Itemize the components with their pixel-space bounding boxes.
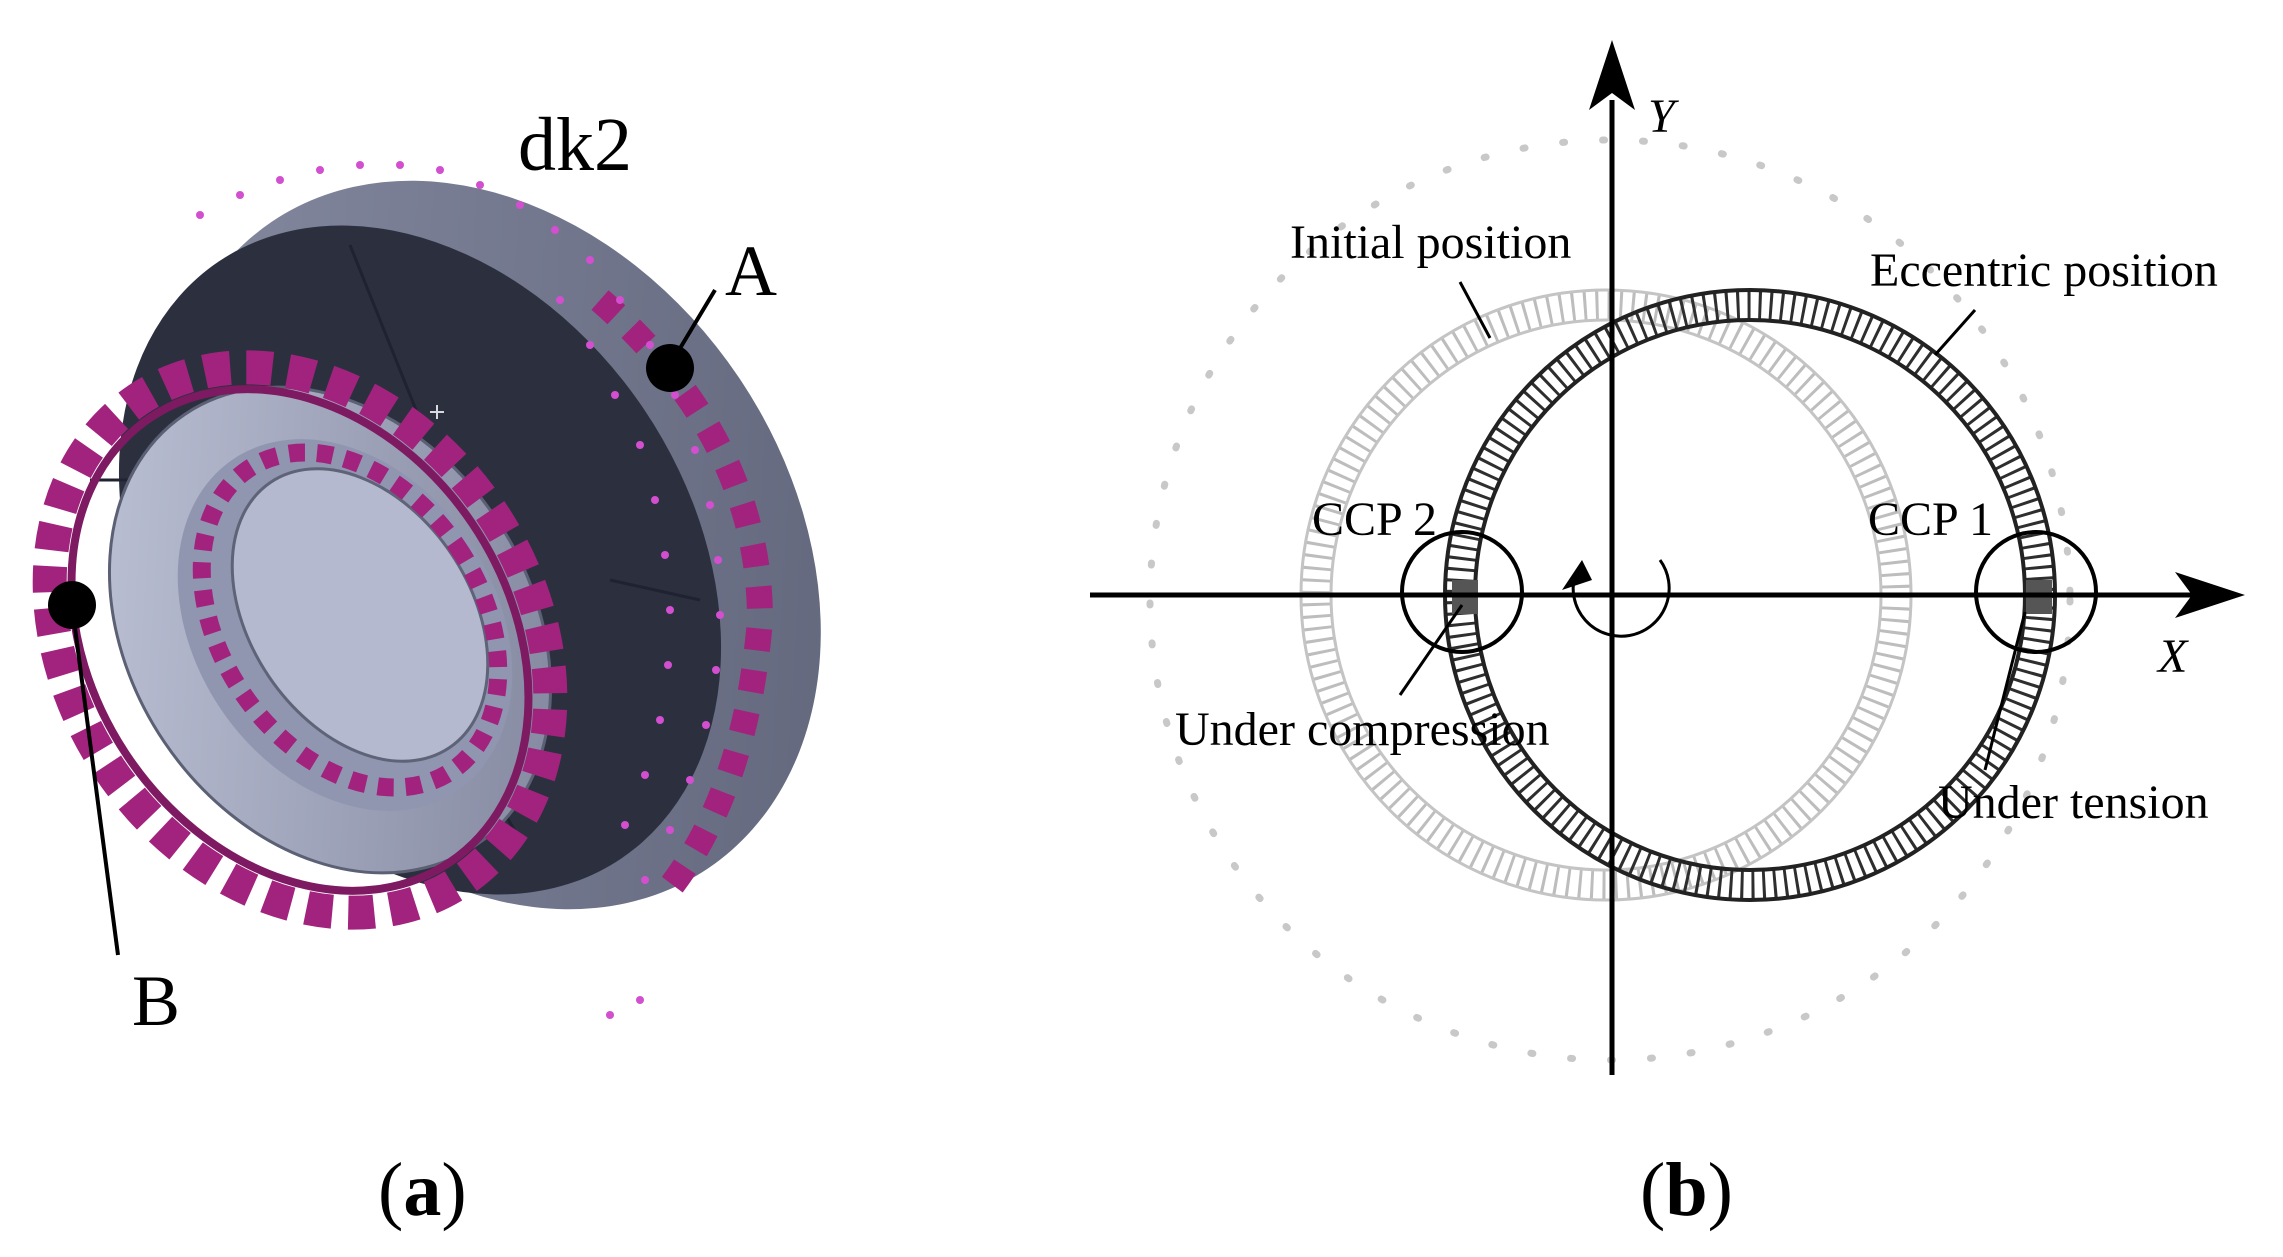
under-tension-label: Under tension xyxy=(1938,776,2209,829)
y-axis-label: Y xyxy=(1648,90,1679,143)
under-compression-label: Under compression xyxy=(1175,703,1550,756)
center-cross-marker xyxy=(430,405,444,419)
panel-b-eccentric-diagram: Y X Initial position Eccentric position … xyxy=(1090,40,2245,1232)
ccp1-circle xyxy=(1974,530,2098,654)
inner-gear-root xyxy=(67,385,533,895)
spline-teeth xyxy=(192,443,508,797)
x-axis-label: X xyxy=(2156,630,2189,683)
rotation-arrowhead xyxy=(1562,560,1592,590)
rotation-arrow xyxy=(1571,559,1671,638)
panel-a-title: dk2 xyxy=(518,103,632,187)
initial-position-label: Initial position xyxy=(1290,216,1571,269)
y-axis-arrowhead xyxy=(1589,40,1635,110)
inner-gear-teeth xyxy=(32,350,568,930)
point-a-marker xyxy=(646,344,694,392)
ccp1-label: CCP 1 xyxy=(1868,493,1993,546)
ccp2-circle xyxy=(1400,530,1524,654)
point-b-leader xyxy=(70,604,120,956)
eccentric-position-label: Eccentric position xyxy=(1870,244,2218,297)
panel-b-caption: (b) xyxy=(1640,1148,1733,1232)
point-a-label: A xyxy=(725,231,777,311)
point-b-marker xyxy=(48,581,96,629)
x-axis-arrowhead xyxy=(2175,572,2245,618)
ccp2-label: CCP 2 xyxy=(1312,493,1437,546)
point-b-label: B xyxy=(132,961,180,1041)
band-dots xyxy=(196,161,724,1019)
panel-a-bearing-model: A B dk2 (a) xyxy=(32,103,821,1232)
axes xyxy=(1090,100,2210,1075)
label-leaders xyxy=(1398,281,2027,771)
panel-a-caption: (a) xyxy=(378,1148,467,1232)
